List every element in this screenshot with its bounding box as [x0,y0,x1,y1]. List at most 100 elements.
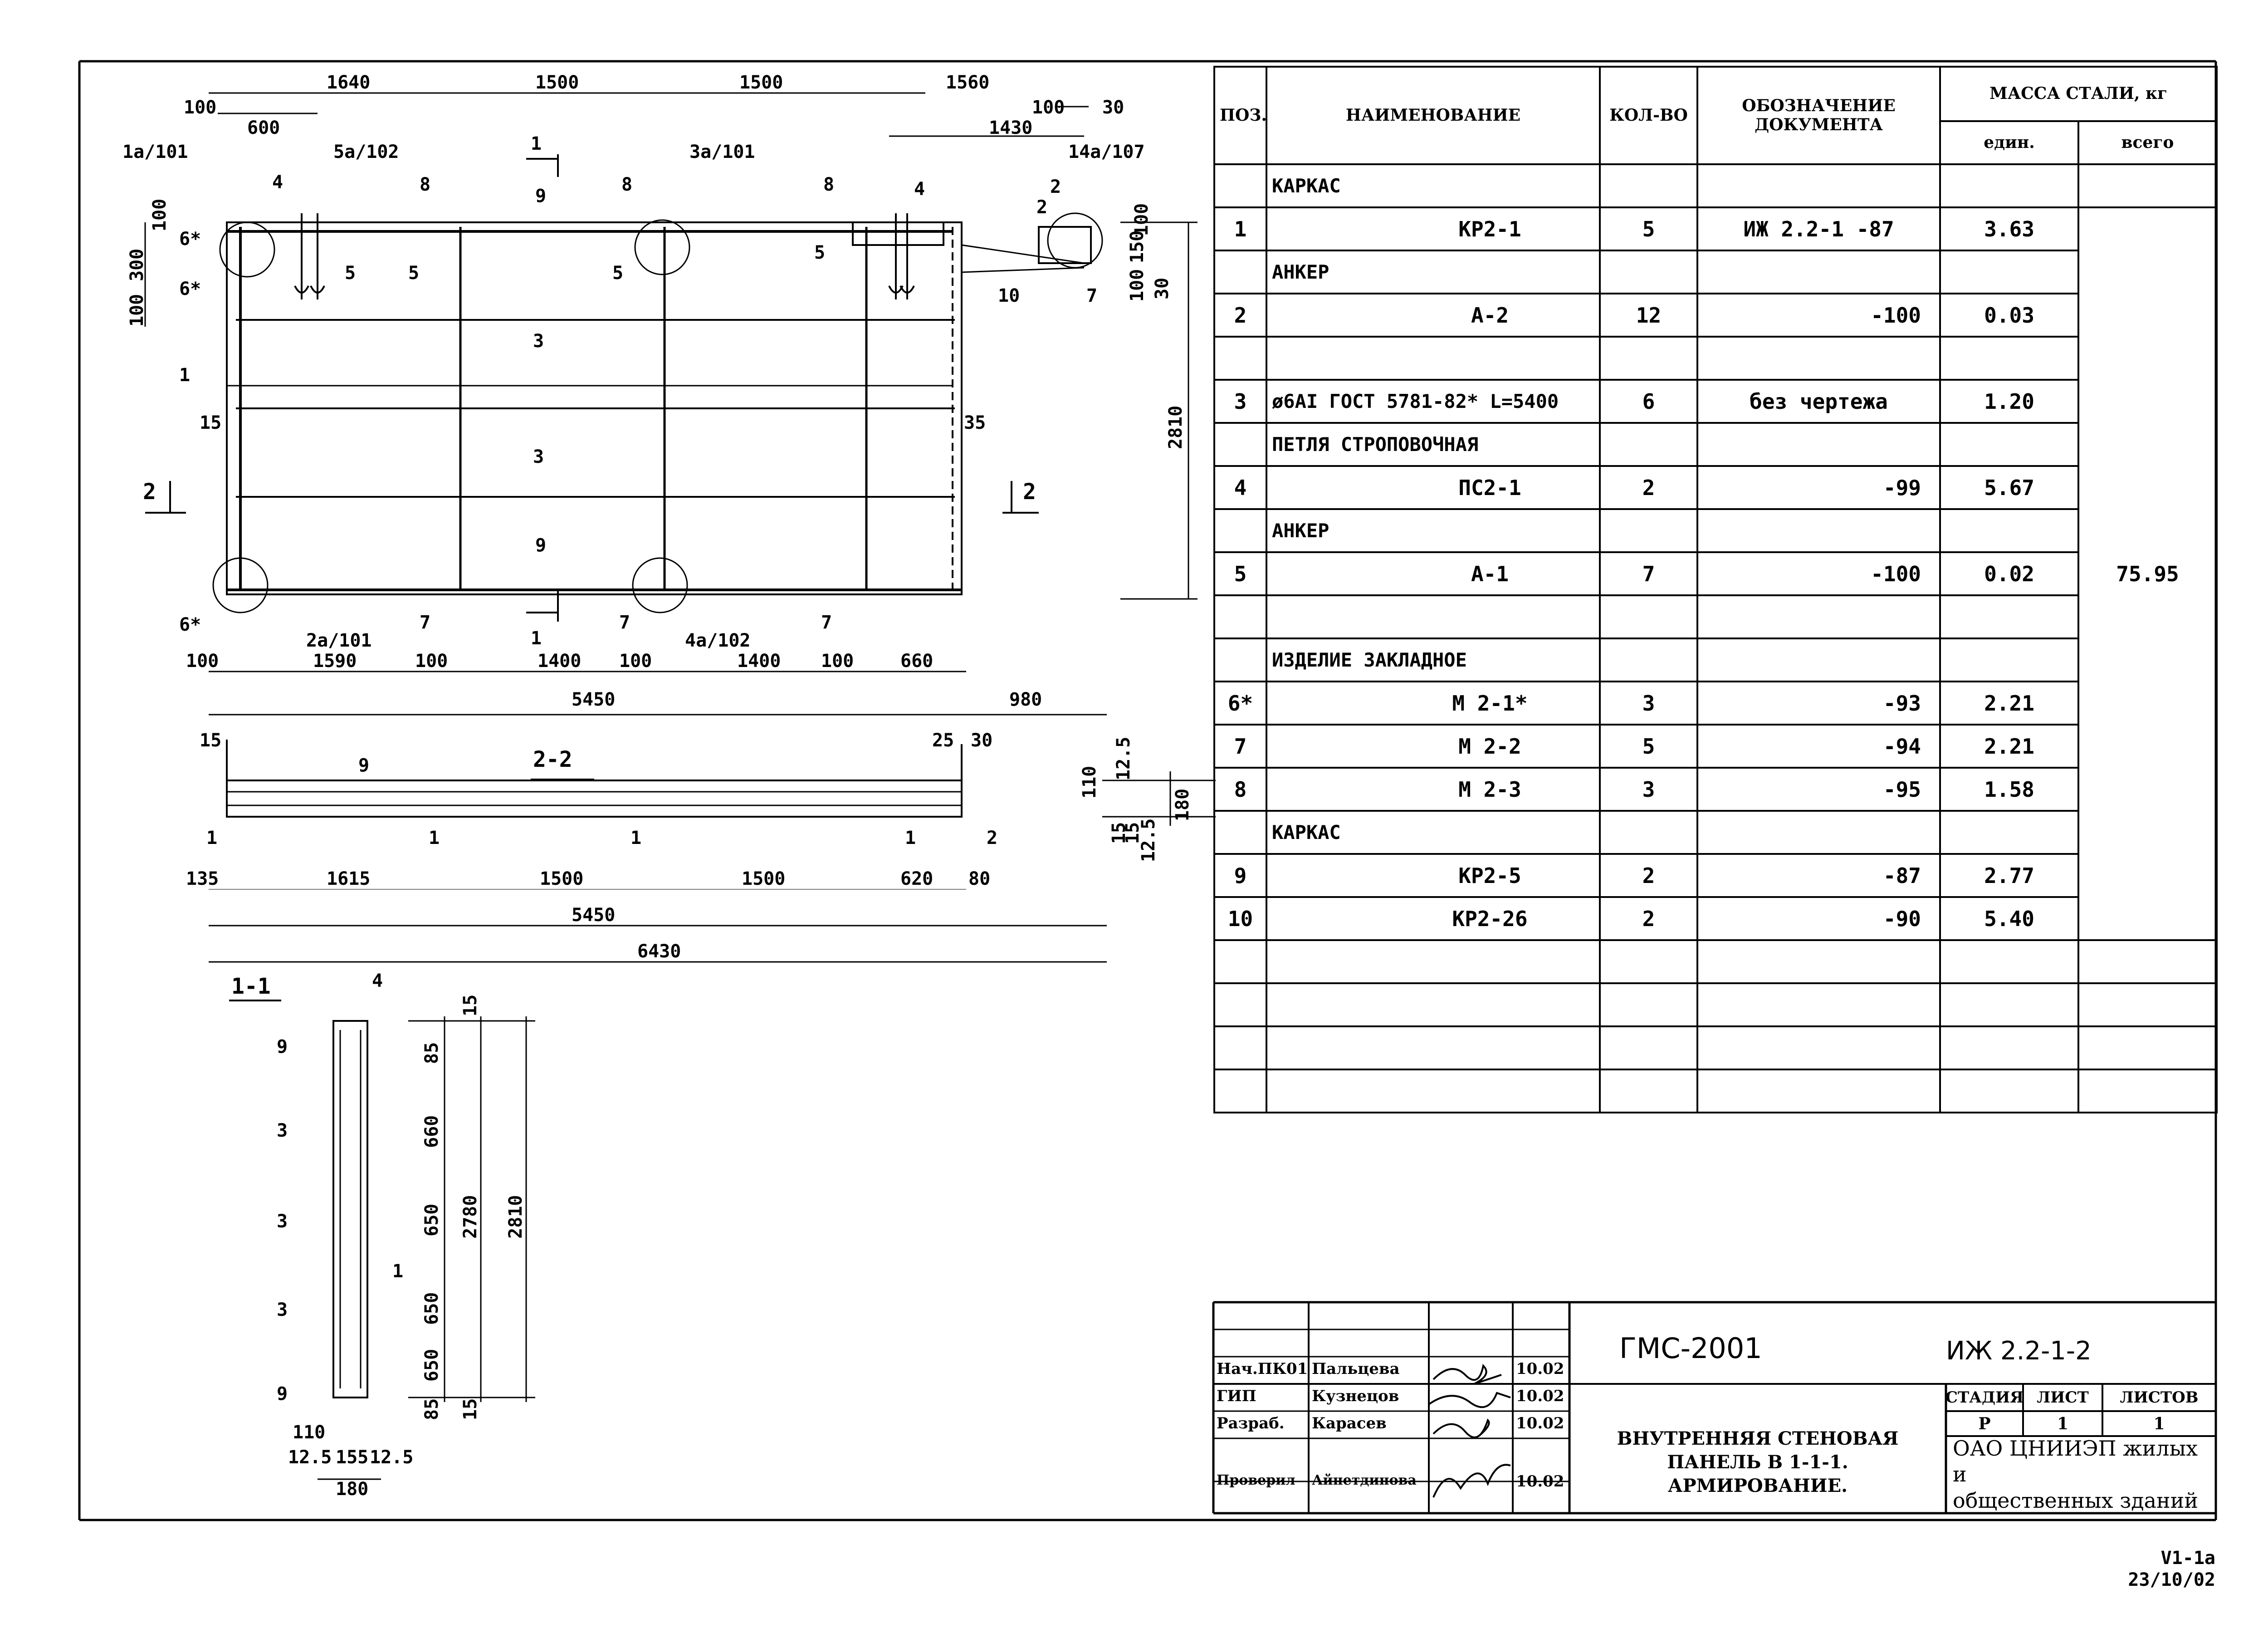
spec-unit-mass: 2.77 [1939,853,2079,898]
spec-row: ПЕТЛЯ СТРОПОВОЧНАЯ [1213,422,2217,467]
staff-date-3: 10.02 [1516,1414,1564,1432]
sheet-label: ЛИСТ [2037,1388,2089,1407]
section-2-2-side-12-5a: 12.5 [1113,737,1134,780]
spec-pos [1213,163,1267,208]
drawing-title-line-2: ПАНЕЛЬ В 1-1-1. [1667,1451,1848,1473]
right-vert-dim-100b: 100 [1127,269,1148,302]
spec-total-empty [2077,939,2218,984]
section-2-2-mark-9: 9 [358,755,369,776]
top-dim-1: 1640 [327,72,370,93]
spec-qty [1599,939,1698,984]
spec-name [1266,594,1601,639]
section-2-2-mark-2: 2 [987,828,997,848]
spec-unit-mass [1939,1025,2079,1070]
mark-3-a: 3 [533,331,544,352]
spec-row: АНКЕР [1213,250,2217,294]
spec-pos [1213,250,1267,294]
section-2-2-total-5450: 5450 [572,905,615,926]
mark-4-left: 4 [272,172,283,193]
organization: ОАО ЦНИИЭП жилых и общественных зданий [1946,1436,2216,1513]
right-vert-dim-150: 150 [1127,230,1148,263]
callout-5a-102: 5a/102 [333,142,399,162]
spec-pos: 8 [1213,767,1267,812]
callout-14a-107: 14a/107 [1068,142,1145,162]
spec-unit-mass [1939,939,2079,984]
spec-doc: -90 [1696,896,1941,941]
plan-dimension-lines [144,92,1198,716]
spec-qty [1599,508,1698,553]
spec-unit-mass: 1.20 [1939,379,2079,424]
spec-doc: -100 [1696,551,1941,596]
mark-9-top: 9 [535,186,546,206]
staff-date-1: 10.02 [1516,1360,1564,1378]
spec-unit-mass: 0.03 [1939,293,2079,338]
spec-qty: 6 [1599,379,1698,424]
spec-doc [1696,1025,1941,1070]
spec-qty [1599,1069,1698,1113]
section-1-1-inner-2780: 2780 [460,1195,481,1239]
section-1-top: 1 [531,133,542,154]
corner-line-2: 23/10/02 [2128,1569,2215,1590]
organization-line-1: ОАО ЦНИИЭП жилых и [1953,1436,2198,1487]
spec-unit-mass: 2.21 [1939,724,2079,769]
spec-pos: 2 [1213,293,1267,338]
stage-value: Р [1978,1414,1991,1433]
spec-doc [1696,422,1941,467]
section-1-1-dim-650b: 650 [421,1292,442,1325]
section-2-2-mark-1d: 1 [905,828,916,848]
spec-row: АНКЕР [1213,508,2217,553]
mark-5-d: 5 [814,242,825,263]
header-pos: ПОЗ. [1213,66,1267,165]
spec-doc [1696,939,1941,984]
section-2-2-title: 2-2 [533,747,572,772]
section-2-left: 2 [143,479,156,505]
section-2-2-dim-1500b: 1500 [742,868,785,889]
spec-pos [1213,1025,1267,1070]
callout-3a-101: 3a/101 [689,142,755,162]
spec-unit-mass [1939,810,2079,855]
mark-8-c: 8 [823,174,834,195]
spec-qty [1599,637,1698,682]
spec-unit-mass [1939,982,2079,1027]
spec-pos [1213,508,1267,553]
signature-4 [1432,1464,1511,1498]
project-code: ГМС-2001 [1619,1332,1762,1365]
spec-name: АНКЕР [1266,250,1601,294]
spec-name: ø6AI ГОСТ 5781-82* L=5400 [1266,379,1601,424]
section-2-2-dim-620: 620 [900,868,933,889]
spec-doc: -87 [1696,853,1941,898]
dim-980: 980 [1009,689,1042,710]
spec-doc [1696,810,1941,855]
spec-name: ПЕТЛЯ СТРОПОВОЧНАЯ [1266,422,1601,467]
section-1-1-mark-3c: 3 [277,1299,288,1320]
section-1-1-mark-1: 1 [392,1261,403,1282]
mark-10: 10 [998,285,1020,306]
spec-name: КР2-1 [1266,206,1601,251]
staff-role-3: Разраб. [1217,1414,1285,1432]
staff-name-3: Карасев [1312,1414,1387,1432]
spec-pos: 5 [1213,551,1267,596]
spec-name: КАРКАС [1266,810,1601,855]
spec-pos [1213,422,1267,467]
spec-doc: без чертежа [1696,379,1941,424]
spec-qty: 5 [1599,724,1698,769]
spec-row [1213,336,2217,381]
corner-stamp: V1-1a 23/10/02 [2128,1547,2215,1591]
callout-4a-102: 4a/102 [685,630,751,651]
drawing-title: ВНУТРЕННЯЯ СТЕНОВАЯ ПАНЕЛЬ В 1-1-1. АРМИ… [1569,1411,1946,1513]
section-1-1-bottom-180: 180 [336,1479,368,1500]
organization-line-2: общественных зданий [1953,1488,2199,1513]
bottom-dim-660: 660 [900,651,933,672]
section-1-1-bottom-12-5b: 12.5 [370,1447,413,1468]
spec-doc: -94 [1696,724,1941,769]
document-number: ИЖ 2.2-1-2 [1946,1336,2092,1366]
mark-6-a: 6* [179,229,201,250]
spec-doc: -93 [1696,681,1941,726]
header-qty: КОЛ-ВО [1599,66,1698,165]
spec-doc [1696,982,1941,1027]
spec-unit-mass: 1.58 [1939,767,2079,812]
